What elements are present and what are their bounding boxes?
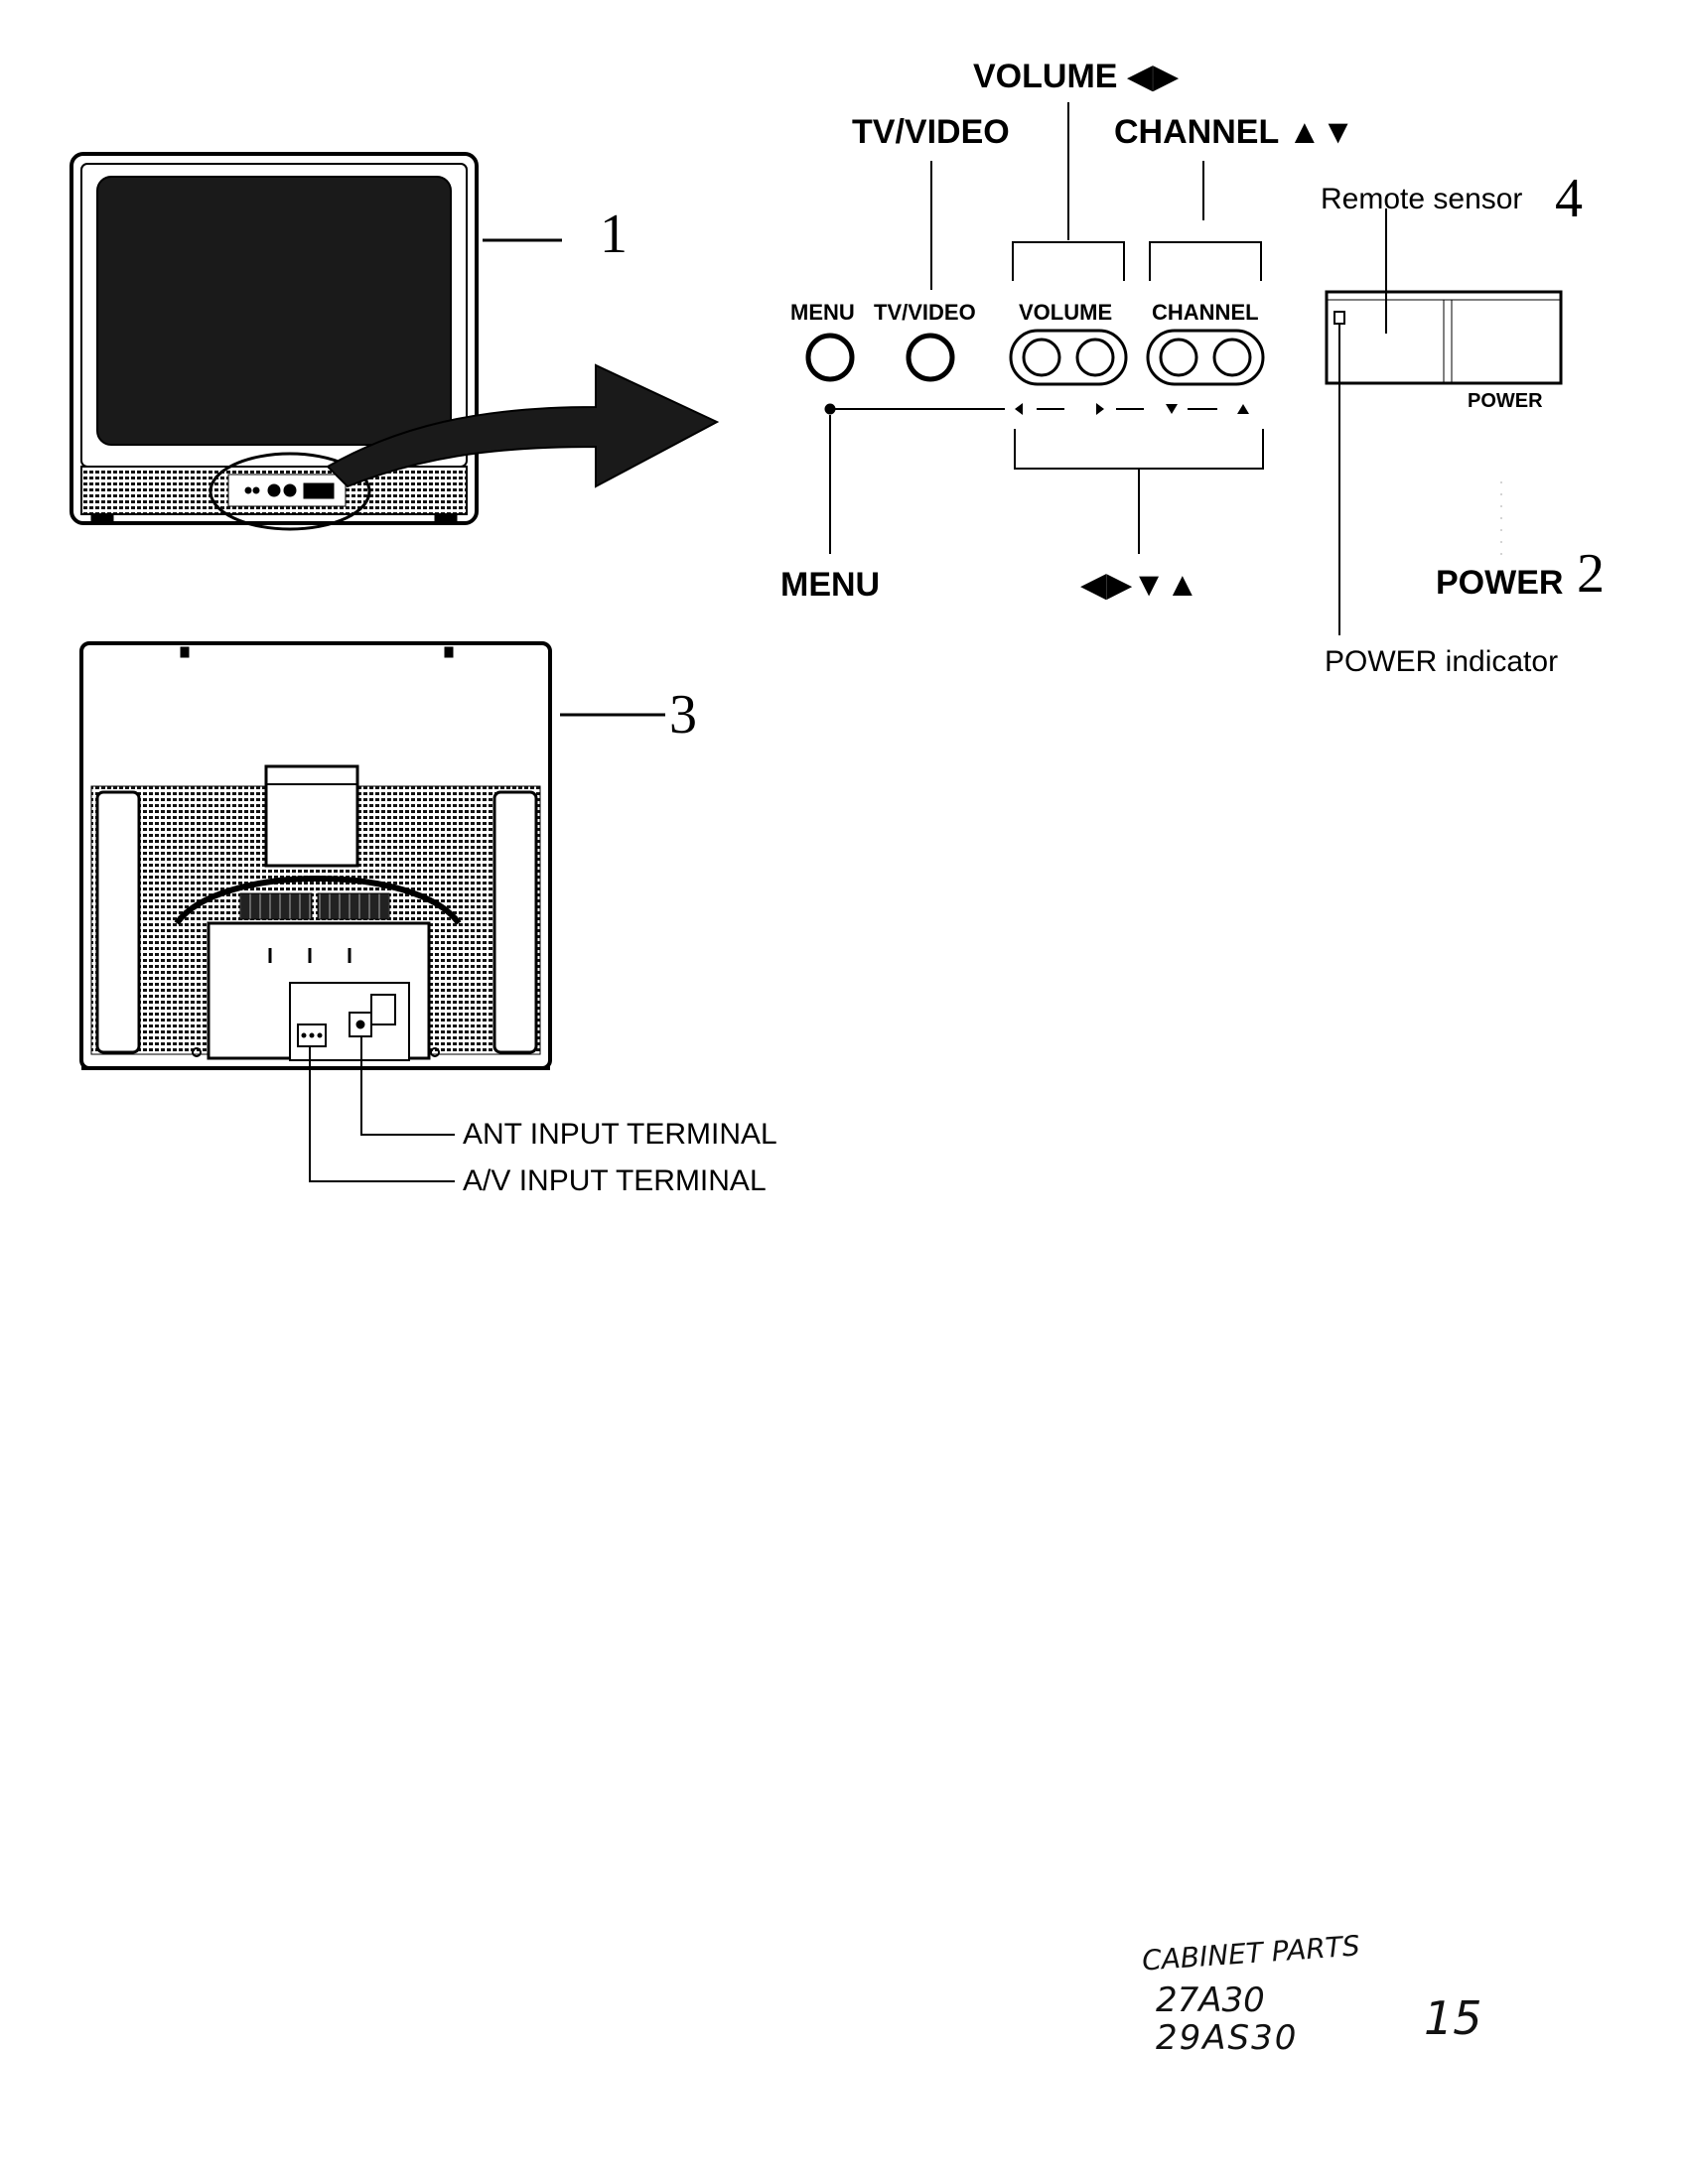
tv-video-header-label: TV/VIDEO	[852, 113, 1010, 151]
power-button-small-label: POWER	[1468, 390, 1543, 412]
tv-rear-illustration	[79, 641, 665, 1182]
front-control-panel	[805, 102, 1563, 635]
channel-header-label: CHANNEL ▲▼	[1114, 113, 1355, 151]
callout-4: 4	[1555, 168, 1583, 229]
tv-front-illustration	[70, 152, 562, 531]
ant-input-terminal-label: ANT INPUT TERMINAL	[463, 1118, 777, 1151]
remote-sensor-label: Remote sensor	[1321, 183, 1523, 215]
volume-button-label: VOLUME	[1019, 300, 1113, 325]
av-input-terminal-label: A/V INPUT TERMINAL	[463, 1164, 767, 1197]
zoom-arrow	[326, 363, 720, 488]
power-indicator-label: POWER indicator	[1325, 645, 1559, 678]
channel-button-label: CHANNEL	[1152, 300, 1259, 325]
volume-header-label: VOLUME ◀▶	[973, 58, 1180, 95]
power-label: POWER	[1436, 564, 1564, 602]
tv-video-button-label: TV/VIDEO	[874, 300, 976, 325]
callout-2: 2	[1577, 543, 1605, 605]
arrows-bottom-label: ◀▶▼▲	[1080, 566, 1199, 604]
tv-video-button-shape	[906, 333, 955, 382]
menu-bottom-label: MENU	[780, 566, 881, 604]
handwritten-model-2: 29AS30	[1156, 2018, 1299, 2058]
menu-button-label: MENU	[790, 300, 855, 325]
handwritten-page-number: 15	[1424, 1991, 1482, 2045]
callout-1: 1	[600, 204, 628, 265]
handwritten-model-1: 27A30	[1156, 1980, 1265, 2020]
menu-button-shape	[805, 333, 855, 382]
callout-3: 3	[669, 684, 697, 746]
